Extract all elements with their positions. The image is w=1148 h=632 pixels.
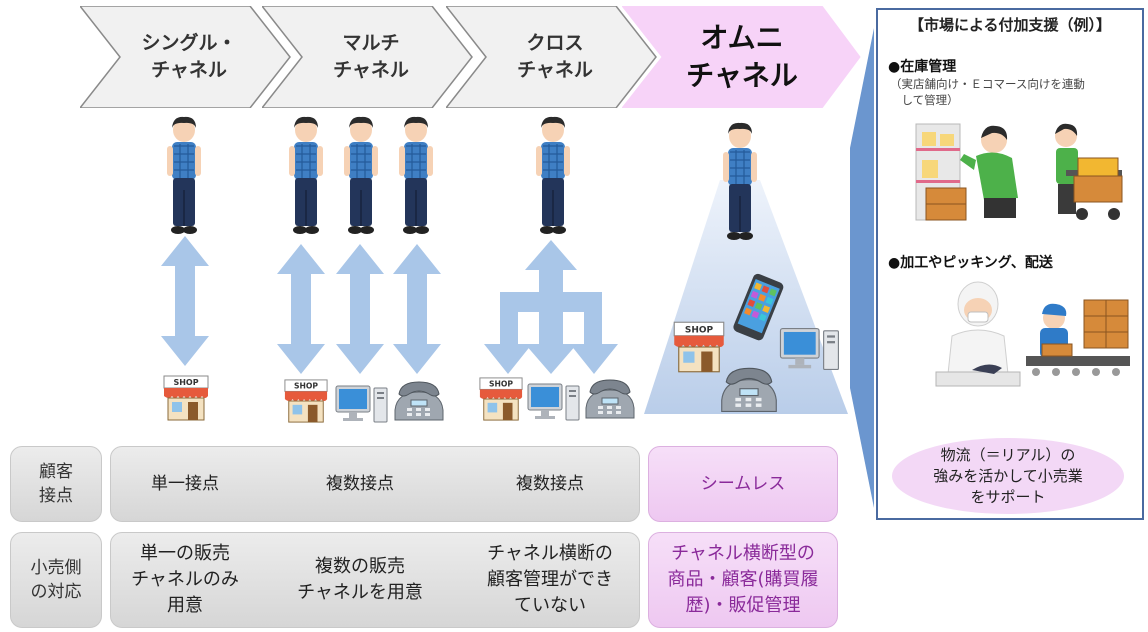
- row-band-touchpoint: [110, 446, 640, 522]
- double-arrow-icon: [393, 244, 441, 374]
- conveyor-worker-icon: [1026, 299, 1130, 376]
- touchpoint-cross: 複数接点: [516, 474, 584, 494]
- panel-connector: [850, 28, 874, 508]
- customer-person-icon: [164, 116, 204, 238]
- stage-label: シングル・ チャネル: [141, 32, 237, 81]
- warehouse-worker-icon: [915, 123, 1018, 221]
- shop-icon: [162, 374, 210, 422]
- response-cross: チャネル横断の 顧客管理ができ ていない: [487, 543, 613, 616]
- computer-icon: [526, 380, 582, 424]
- section-title-processing: ●加工やピッキング、配送: [888, 255, 1053, 271]
- cart-worker-icon: [1055, 123, 1123, 220]
- touchpoint-multi: 複数接点: [326, 474, 394, 494]
- branching-arrow-icon: [484, 240, 618, 374]
- stage-label: マルチ チャネル: [333, 32, 409, 81]
- touchpoint-omni: シームレス: [648, 446, 838, 522]
- double-arrow-icon: [161, 236, 209, 366]
- conclusion-ellipse: 物流（＝リアル）の 強みを活かして小売業 をサポート: [892, 438, 1124, 514]
- telephone-icon: [716, 366, 782, 416]
- panel-title: 【市場による付加支援（例）】: [908, 16, 1112, 34]
- food-processing-worker-icon: [935, 281, 1021, 387]
- stage-chevron-cross: クロス チャネル: [446, 6, 658, 108]
- double-arrow-icon: [336, 244, 384, 374]
- double-arrow-icon: [277, 244, 325, 374]
- section-title-inventory: ●在庫管理: [888, 59, 957, 75]
- touchpoint-single: 単一接点: [151, 474, 219, 494]
- stage-chevron-single: シングル・ チャネル: [80, 6, 292, 108]
- telephone-icon: [391, 380, 447, 424]
- section-note-inventory: （実店舗向け・Ｅコマース向けを連動 して管理）: [890, 77, 1085, 107]
- computer-icon: [778, 324, 842, 374]
- customer-person-icon: [533, 116, 573, 238]
- response-omni: チャネル横断型の 商品・顧客(購買履 歴)・販促管理: [648, 532, 838, 628]
- row-header-customer-touchpoint: 顧客 接点: [10, 446, 102, 522]
- response-multi: 複数の販売 チャネルを用意: [297, 556, 423, 603]
- row-band-response: [110, 532, 640, 628]
- computer-icon: [334, 382, 390, 426]
- customer-person-icon: [396, 116, 436, 238]
- stage-chevron-multi: マルチ チャネル: [262, 6, 474, 108]
- stage-label: オムニ チャネル: [686, 21, 798, 92]
- row-header-retailer-response: 小売側 の対応: [10, 532, 102, 628]
- smartphone-icon: [733, 273, 784, 341]
- market-support-panel: 【市場による付加支援（例）】 ●在庫管理 （実店舗向け・Ｅコマース向けを連動 し…: [876, 8, 1144, 520]
- customer-person-icon: [720, 122, 760, 244]
- customer-person-icon: [286, 116, 326, 238]
- shop-icon: [478, 376, 524, 422]
- customer-person-icon: [341, 116, 381, 238]
- response-single: 単一の販売 チャネルのみ 用意: [131, 543, 239, 616]
- shop-icon: [283, 378, 329, 424]
- stage-chevron-omni: オムニ チャネル: [622, 6, 862, 108]
- telephone-icon: [582, 378, 638, 422]
- stage-label: クロス チャネル: [517, 32, 593, 81]
